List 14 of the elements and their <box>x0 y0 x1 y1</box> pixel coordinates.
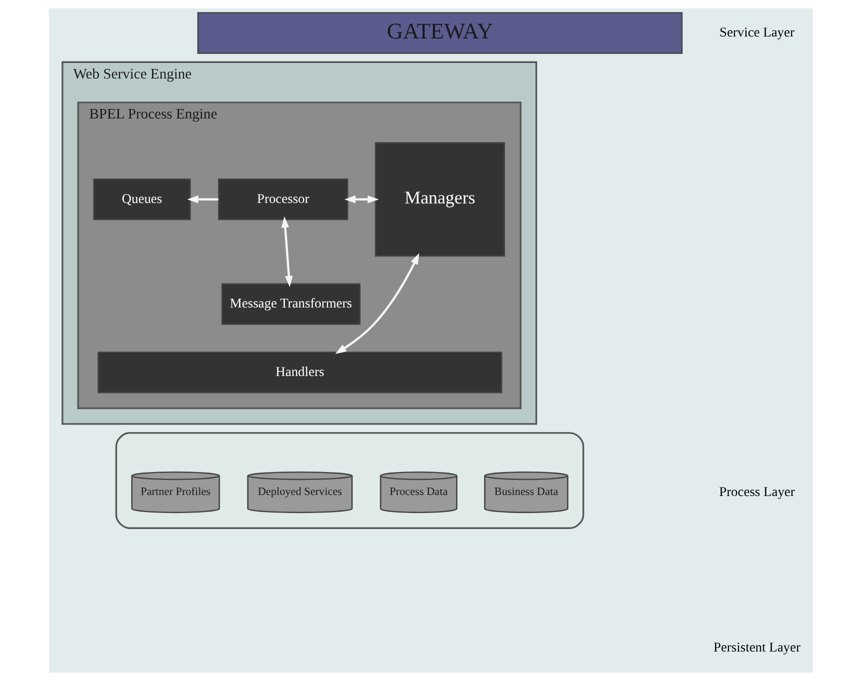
node-box: Queues <box>93 178 191 220</box>
arrow <box>344 195 379 204</box>
node-box: Managers <box>374 142 506 257</box>
label: Service Layer <box>719 24 794 40</box>
node-box: Handlers <box>98 352 502 394</box>
arrow <box>187 195 218 204</box>
label: Process Layer <box>719 484 795 499</box>
node-box: Processor <box>218 178 348 220</box>
arrow <box>281 216 293 288</box>
cluster <box>115 432 584 529</box>
arrow <box>335 253 420 354</box>
node-box: Message Transformers <box>221 283 361 325</box>
label: Persistent Layer <box>714 639 800 654</box>
node-box: GATEWAY <box>197 12 683 54</box>
